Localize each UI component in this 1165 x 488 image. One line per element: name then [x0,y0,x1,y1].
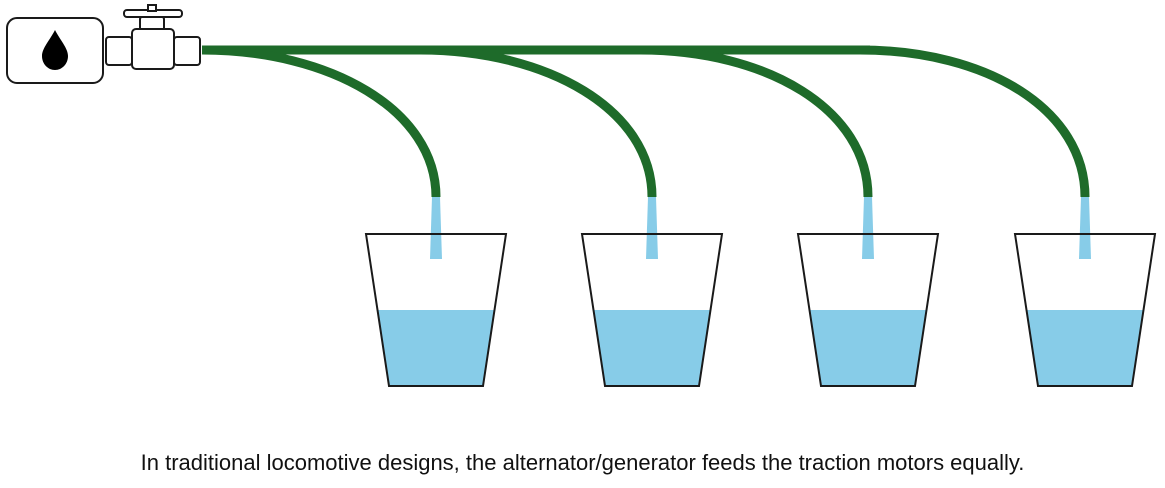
pipe-network [201,45,1090,198]
branch-pipe-3 [639,45,873,198]
cup-outline [1013,233,1157,387]
diagram-caption: In traditional locomotive designs, the a… [140,450,1025,475]
water-stream [862,197,874,259]
cup-water [377,310,495,386]
water-stream [1079,197,1091,259]
branch-pipe-2 [419,45,657,198]
cup-water [1026,310,1144,386]
faucet-valve-icon [105,4,201,70]
cup-outline [580,233,724,387]
cup-water [809,310,927,386]
water-stream [646,197,658,259]
cup-outline [364,233,508,387]
water-drop-icon [42,30,68,70]
cup-outline [796,233,940,387]
cups-group [364,197,1157,387]
cup [580,197,724,387]
source-box [6,17,104,84]
cup [796,197,940,387]
branch-pipe-1 [201,45,441,198]
water-stream [430,197,442,259]
cup-water [593,310,711,386]
cup [1013,197,1157,387]
cup [364,197,508,387]
branch-pipe-4 [859,45,1090,198]
